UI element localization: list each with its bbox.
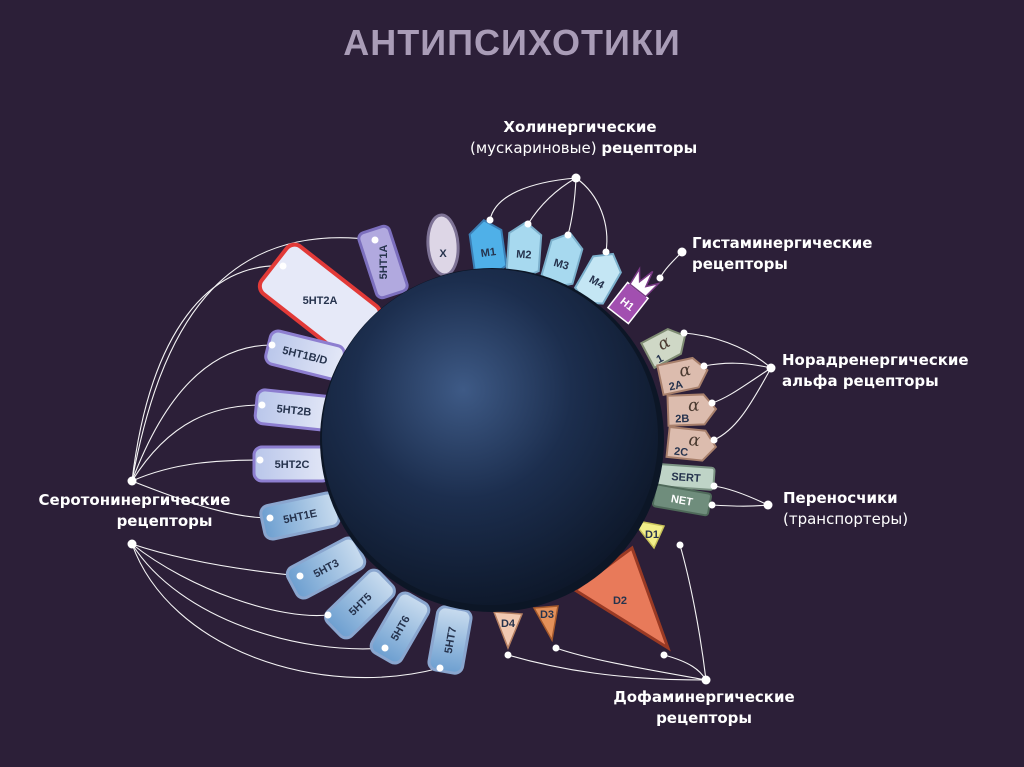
receptor-net: NET	[670, 493, 694, 509]
alpha-symbol-2c: α	[688, 430, 702, 451]
receptor-sert: SERT	[671, 471, 701, 485]
connector-dots	[127, 173, 776, 685]
histaminergic-label-line1: Гистаминергические	[692, 234, 873, 252]
central-sphere	[322, 269, 658, 605]
cholinergic-label-paren: (мускариновые)	[470, 139, 597, 157]
receptor-5ht2b: 5HT2B	[276, 403, 312, 419]
alpha-receptors: α 1 α 2A α 2B α 2C	[639, 327, 718, 462]
histamine-receptor: H1	[606, 266, 661, 325]
slide-title: АНТИПСИХОТИКИ	[343, 22, 681, 63]
receptor-d3: D3	[540, 609, 554, 621]
connector-lines	[131, 177, 772, 681]
serotonergic-label-line1: Серотонинергические	[38, 491, 231, 509]
noradrenergic-label: Норадренергические альфа рецепторы	[782, 350, 969, 392]
cholinergic-label-line2: рецепторы	[601, 139, 698, 157]
receptor-d2: D2	[613, 595, 627, 607]
histaminergic-label-line2: рецепторы	[692, 255, 788, 273]
cholinergic-label: Холинергические (мускариновые) рецепторы	[470, 117, 697, 159]
transporter-receptors: SERT NET	[651, 463, 716, 517]
alpha-symbol-2a: α	[677, 360, 693, 382]
receptor-m1: M1	[480, 246, 497, 260]
transporters-label: Переносчики (транспортеры)	[783, 488, 908, 530]
dopaminergic-label-line2: рецепторы	[656, 709, 752, 727]
receptor-a1: 1	[655, 352, 666, 365]
serotonergic-label: Серотонинергические рецепторы	[22, 490, 247, 532]
receptor-d1: D1	[645, 529, 659, 541]
receptor-5ht7: 5HT7	[443, 626, 459, 655]
histaminergic-label: Гистаминергические рецепторы	[692, 233, 872, 275]
noradrenergic-label-line2: альфа рецепторы	[782, 372, 939, 390]
transporters-label-line2: (транспортеры)	[783, 510, 909, 528]
receptor-5ht1a: 5HT1A	[378, 245, 390, 280]
receptor-m2: M2	[516, 248, 532, 261]
receptor-5ht2c: 5HT2C	[275, 459, 310, 471]
receptor-d4: D4	[501, 618, 516, 630]
dopaminergic-label: Дофаминергические рецепторы	[594, 687, 814, 729]
receptor-m3: M3	[552, 257, 570, 273]
receptor-5ht2a: 5HT2A	[303, 295, 338, 307]
cholinergic-label-line1: Холинергические	[503, 118, 657, 136]
receptor-a2b: 2B	[675, 413, 690, 425]
alpha-symbol-2b: α	[688, 396, 701, 416]
noradrenergic-label-line1: Норадренергические	[782, 351, 969, 369]
receptor-a2a: 2A	[668, 379, 684, 394]
cholinergic-receptors: X M1 M2 M3 M4	[426, 213, 622, 305]
receptor-a2c: 2C	[673, 446, 688, 459]
dopaminergic-label-line1: Дофаминергические	[613, 688, 795, 706]
receptor-x: X	[439, 248, 447, 260]
transporters-label-line1: Переносчики	[783, 489, 898, 507]
serotonin-receptors: 5HT1A 5HT2A 5HT1B/D 5HT2B 5HT2C 5HT1E 5H…	[252, 224, 473, 675]
serotonergic-label-line2: рецепторы	[116, 512, 213, 530]
